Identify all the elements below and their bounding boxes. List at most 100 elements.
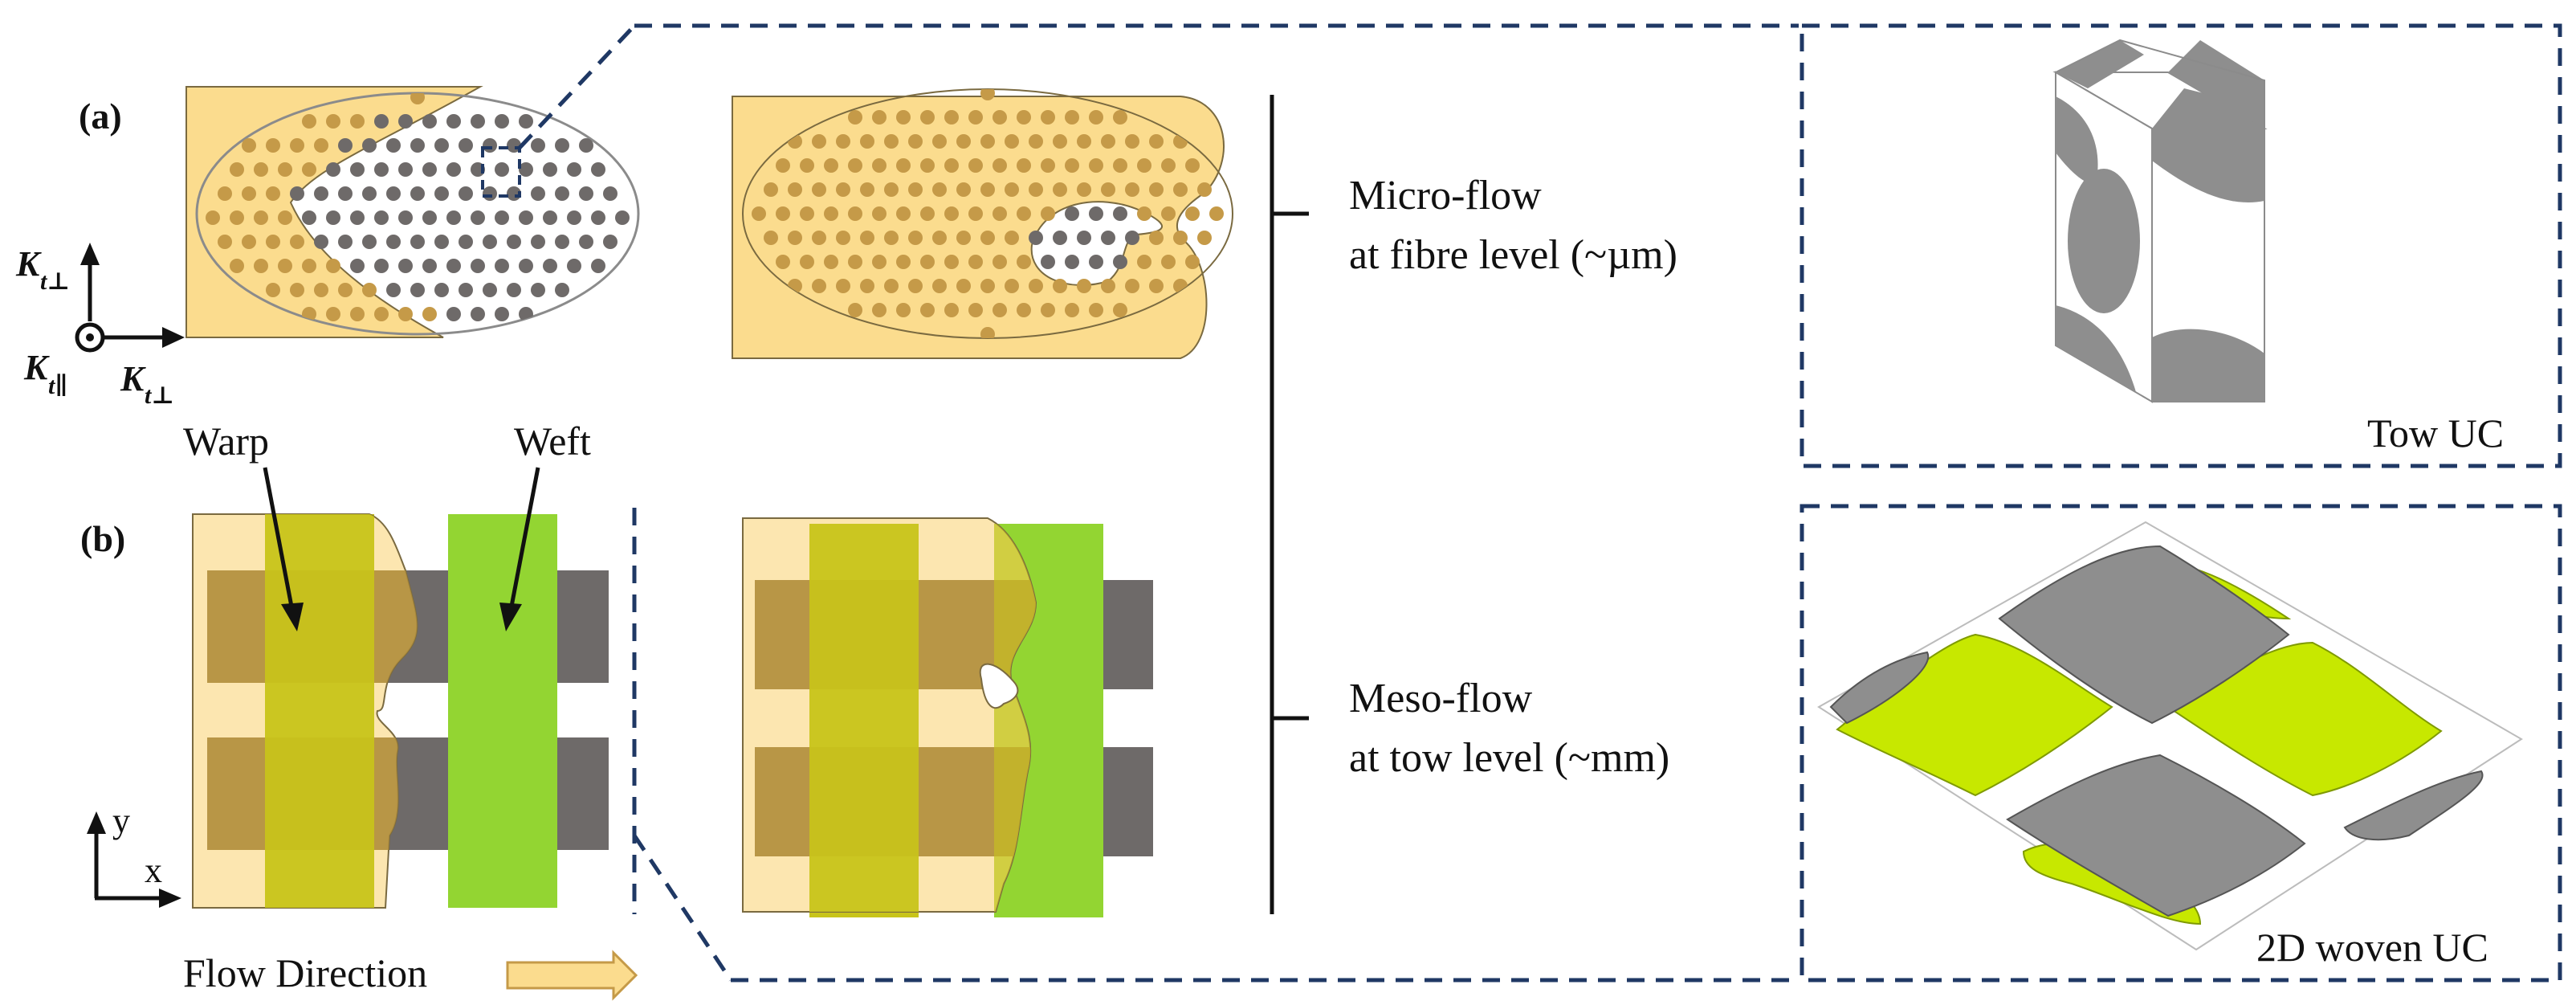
fibre-dot [1125, 279, 1139, 293]
fibre-dot [290, 235, 304, 249]
fibre-dot [1005, 182, 1019, 197]
fibre-dot [968, 110, 983, 125]
fibre-dot [495, 307, 509, 321]
fibre-dot [1017, 158, 1031, 173]
fibre-dot [1041, 255, 1055, 269]
lime-tow-left [1836, 633, 2113, 797]
fibre-dot [800, 206, 814, 221]
fibre-dot [398, 210, 413, 225]
fibre-dot [519, 162, 533, 177]
fibre-dot [314, 138, 328, 153]
flow-direction-arrow [506, 950, 638, 1001]
fibre-dot [242, 235, 256, 249]
panel-b: (b) Warp Weft y x [80, 419, 1153, 1001]
fibre-dot [980, 231, 995, 245]
fibre-dot [956, 279, 971, 293]
fibre-dot [1149, 231, 1164, 245]
fibre-dot [555, 138, 569, 153]
fibre-dot [980, 279, 995, 293]
fibre-dot [1017, 206, 1031, 221]
fibre-dot [1101, 279, 1115, 293]
fibre-dot [1041, 158, 1055, 173]
fibre-dot [242, 186, 256, 201]
fibre-dot [956, 231, 971, 245]
fibre-dot [1113, 158, 1127, 173]
fibre-dot [812, 182, 826, 197]
fibre-dot [422, 114, 437, 129]
fibre-dot [362, 138, 377, 153]
fibre-dot [992, 303, 1007, 317]
fibre-dot [555, 235, 569, 249]
fibre-dot [302, 259, 316, 273]
fibre-dot [896, 303, 911, 317]
fibre-dot [266, 283, 280, 297]
fibre-dot [1149, 134, 1164, 149]
fibre-dot [459, 283, 473, 297]
fibre-dot [1029, 134, 1043, 149]
fibre-dot [1209, 206, 1224, 221]
fibre-dot [579, 138, 593, 153]
fibre-dot [920, 303, 935, 317]
fibre-dot [968, 158, 983, 173]
grey-tow-right [2343, 770, 2484, 841]
fibre-dot [459, 235, 473, 249]
fibre-dot [471, 259, 485, 273]
fibre-dot [896, 158, 911, 173]
fibre-dot [410, 93, 425, 104]
flow-direction-label: Flow Direction [183, 950, 427, 995]
fibre-dot [860, 182, 874, 197]
fibre-dot [446, 114, 461, 129]
fibre-dot [422, 259, 437, 273]
fibre-dot [483, 138, 497, 153]
grey-tow-top [1998, 545, 2290, 725]
fibre-dot [1161, 255, 1176, 269]
meso-flow-title: Meso-flow [1349, 676, 1533, 721]
fibre-dot [483, 186, 497, 201]
meso-flow-scale: at tow level (~mm) [1349, 735, 1669, 781]
fibre-dot [471, 307, 485, 321]
fibre-dot [1137, 158, 1151, 173]
fibre-dot [326, 114, 340, 129]
fibre-dot [362, 283, 377, 297]
fibre-dot [1125, 134, 1139, 149]
fibre-dot [776, 255, 790, 269]
fibre-dot [314, 186, 328, 201]
fibre-dot [896, 110, 911, 125]
fibre-dot [932, 231, 947, 245]
fibre-dot [1137, 255, 1151, 269]
fibre-dot [254, 162, 268, 177]
fibre-dot [752, 206, 766, 221]
warp-label: Warp [183, 419, 269, 464]
fibre-dot [471, 210, 485, 225]
fibre-dot [1197, 182, 1212, 197]
fibre-dot [398, 259, 413, 273]
k-perp-horizontal-sym: K [120, 359, 146, 398]
fibre-dot [567, 210, 581, 225]
fibre-dot [1029, 279, 1043, 293]
fibre-dot [980, 134, 995, 149]
fibre-dot [507, 283, 521, 297]
fibre-dot [278, 259, 292, 273]
micro-flow-title: Micro-flow [1349, 173, 1542, 219]
fibre-dot [519, 259, 533, 273]
panel-b-label: (b) [80, 518, 125, 559]
fibre-dot [788, 182, 802, 197]
fibre-dot [1089, 110, 1103, 125]
fibre-dot [872, 206, 887, 221]
fibre-dot [591, 210, 605, 225]
fibre-dot [1101, 231, 1115, 245]
fibre-dot [278, 162, 292, 177]
fibre-dot [314, 235, 328, 249]
fibre-dot [531, 283, 545, 297]
fibre-dot [434, 138, 449, 153]
fibre-dot [824, 255, 838, 269]
fibre-dot [1089, 303, 1103, 317]
fibre-dot [1197, 231, 1212, 245]
k-par-sym: K [23, 348, 50, 387]
void-bubble-b2 [979, 663, 1019, 709]
fibre-dot [788, 231, 802, 245]
grey-tow-bottom [2006, 754, 2306, 917]
fibre-dot [848, 303, 862, 317]
zoom-box [481, 146, 521, 198]
fibre-dot [350, 162, 365, 177]
